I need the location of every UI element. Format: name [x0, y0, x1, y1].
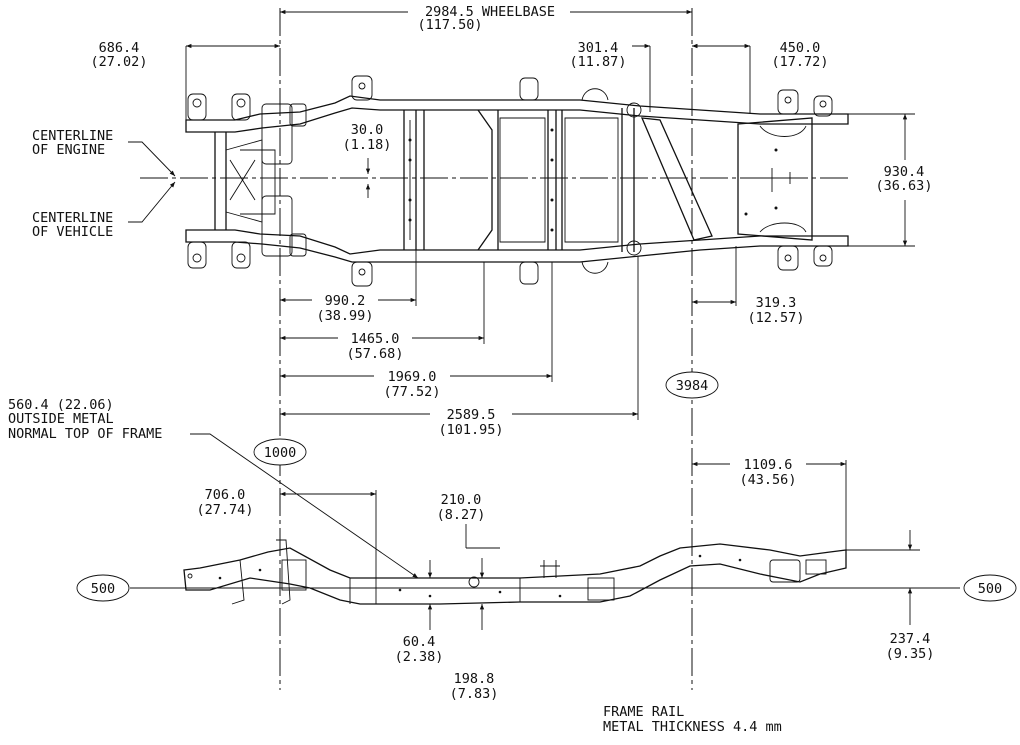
dim-450-inch: (17.72) — [772, 54, 829, 70]
front-overhang-inch: (27.02) — [91, 54, 148, 70]
dim-198-inch: (7.83) — [450, 686, 499, 702]
dim-1109-inch: (43.56) — [740, 472, 797, 488]
dim-210-label: 210.0 — [441, 492, 482, 508]
top-of-frame-line3: NORMAL TOP OF FRAME — [8, 426, 162, 442]
dim-930-inch: (36.63) — [876, 178, 933, 194]
centerline-vehicle-line1: CENTERLINE — [32, 210, 113, 226]
dim-60-label: 60.4 — [403, 634, 436, 650]
reference-lines — [130, 8, 960, 690]
wheelbase-label: 2984.5 WHEELBASE — [425, 4, 555, 20]
note-frame-rail: FRAME RAIL — [603, 704, 684, 720]
dim-301-label: 301.4 — [578, 40, 619, 56]
marker-1000: 1000 — [264, 445, 297, 461]
reference-markers — [76, 371, 1017, 602]
dim-2589-inch: (101.95) — [438, 422, 503, 438]
dim-1109-label: 1109.6 — [744, 457, 793, 473]
centerline-engine-line1: CENTERLINE — [32, 128, 113, 144]
note-metal-thickness: METAL THICKNESS 4.4 mm — [603, 719, 782, 735]
dim-706-label: 706.0 — [205, 487, 246, 503]
labels: 2984.5 WHEELBASE (117.50) 686.4 (27.02) … — [8, 4, 1002, 735]
dim-1465-inch: (57.68) — [347, 346, 404, 362]
dim-237-inch: (9.35) — [886, 646, 935, 662]
dim-30-label: 30.0 — [351, 122, 384, 138]
front-overhang-label: 686.4 — [99, 40, 140, 56]
dim-60-inch: (2.38) — [395, 649, 444, 665]
dim-210-inch: (8.27) — [437, 507, 486, 523]
frame-side-view — [183, 539, 847, 605]
top-of-frame-line2: OUTSIDE METAL — [8, 411, 114, 427]
dim-301-inch: (11.87) — [570, 54, 627, 70]
dim-30-inch: (1.18) — [343, 137, 392, 153]
dim-319-inch: (12.57) — [748, 310, 805, 326]
side-dimensions — [190, 433, 920, 630]
dim-990-inch: (38.99) — [317, 308, 374, 324]
dim-2589-label: 2589.5 — [447, 407, 496, 423]
dim-1969-inch: (77.52) — [384, 384, 441, 400]
frame-top-view — [185, 75, 849, 287]
dim-1465-label: 1465.0 — [351, 331, 400, 347]
centerline-vehicle-line2: OF VEHICLE — [32, 224, 113, 240]
dim-990-label: 990.2 — [325, 293, 366, 309]
dim-198-label: 198.8 — [454, 671, 495, 687]
wheelbase-inch: (117.50) — [417, 17, 482, 33]
marker-500-left: 500 — [91, 581, 115, 597]
dim-930-label: 930.4 — [884, 164, 925, 180]
dim-450-label: 450.0 — [780, 40, 821, 56]
dim-319-label: 319.3 — [756, 295, 797, 311]
centerline-engine-line2: OF ENGINE — [32, 142, 105, 158]
dim-706-inch: (27.74) — [197, 502, 254, 518]
dim-1969-label: 1969.0 — [388, 369, 437, 385]
top-of-frame-line1: 560.4 (22.06) — [8, 397, 114, 413]
marker-3984: 3984 — [676, 378, 709, 394]
dim-237-label: 237.4 — [890, 631, 931, 647]
top-dimensions — [128, 9, 915, 420]
marker-500-right: 500 — [978, 581, 1002, 597]
